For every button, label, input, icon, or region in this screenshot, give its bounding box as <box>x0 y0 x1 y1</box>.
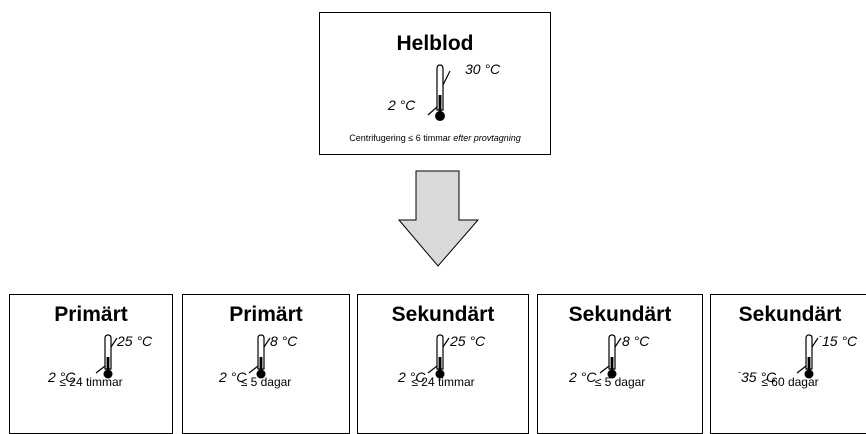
duration-label: ≤ 60 dagar <box>761 375 819 389</box>
box-title: Sekundärt <box>568 303 672 326</box>
thermometer-icon <box>95 334 118 379</box>
storage-box-1: Primärt 25 °C 2 °C ≤ 24 timmar <box>9 294 173 434</box>
min-temp-label: 2 °C <box>569 369 597 385</box>
caption-italic-text: efter provtagning <box>453 133 521 143</box>
max-temp-label: 8 °C <box>622 333 650 349</box>
max-temp-label: 30 °C <box>465 61 501 77</box>
min-temp-value: 35 °C <box>741 369 777 385</box>
box-title: Sekundärt <box>391 303 495 326</box>
storage-box-2: Primärt 8 °C 2 °C ≤ 5 dagar <box>182 294 350 434</box>
duration-label: ≤ 24 timmar <box>411 375 475 389</box>
max-temp-label: -15 °C <box>819 331 858 349</box>
max-temp-label: 8 °C <box>270 333 298 349</box>
min-temp-label: 2 °C <box>398 369 426 385</box>
whole-blood-box: Helblod 30 °C 2 °C Centrifugering ≤ 6 ti… <box>319 12 551 155</box>
thermometer-icon <box>248 334 271 379</box>
thermometer-icon <box>599 334 622 379</box>
thermometer-icon <box>427 334 450 379</box>
minus-sign: - <box>819 331 822 341</box>
box-caption: Centrifugering ≤ 6 timmar efter provtagn… <box>320 133 550 143</box>
box-title: Primärt <box>54 303 128 326</box>
thermometer-icon <box>427 64 451 121</box>
duration-label: ≤ 5 dagar <box>594 375 646 389</box>
max-temp-value: 15 °C <box>822 333 858 349</box>
storage-box-4: Sekundärt 8 °C 2 °C ≤ 5 dagar <box>537 294 703 434</box>
min-temp-label: 2 °C <box>388 97 416 113</box>
box-title: Sekundärt <box>738 303 842 326</box>
min-temp-label: 2 °C <box>219 369 247 385</box>
max-temp-label: 25 °C <box>117 333 153 349</box>
storage-box-5: Sekundärt -15 °C -35 °C ≤ 60 dagar <box>710 294 866 434</box>
box-title: Helblod <box>396 32 474 55</box>
box-title: Primärt <box>229 303 303 326</box>
caption-text: Centrifugering ≤ 6 timmar <box>349 133 451 143</box>
thermometer-icon <box>796 334 819 379</box>
duration-label: ≤ 5 dagar <box>240 375 292 389</box>
minus-sign: - <box>738 367 741 377</box>
min-temp-label: -35 °C <box>738 367 777 385</box>
max-temp-label: 25 °C <box>450 333 486 349</box>
min-temp-label: 2 °C <box>48 369 76 385</box>
storage-box-3: Sekundärt 25 °C 2 °C ≤ 24 timmar <box>357 294 529 434</box>
duration-label: ≤ 24 timmar <box>59 375 123 389</box>
down-arrow-icon <box>398 170 480 267</box>
